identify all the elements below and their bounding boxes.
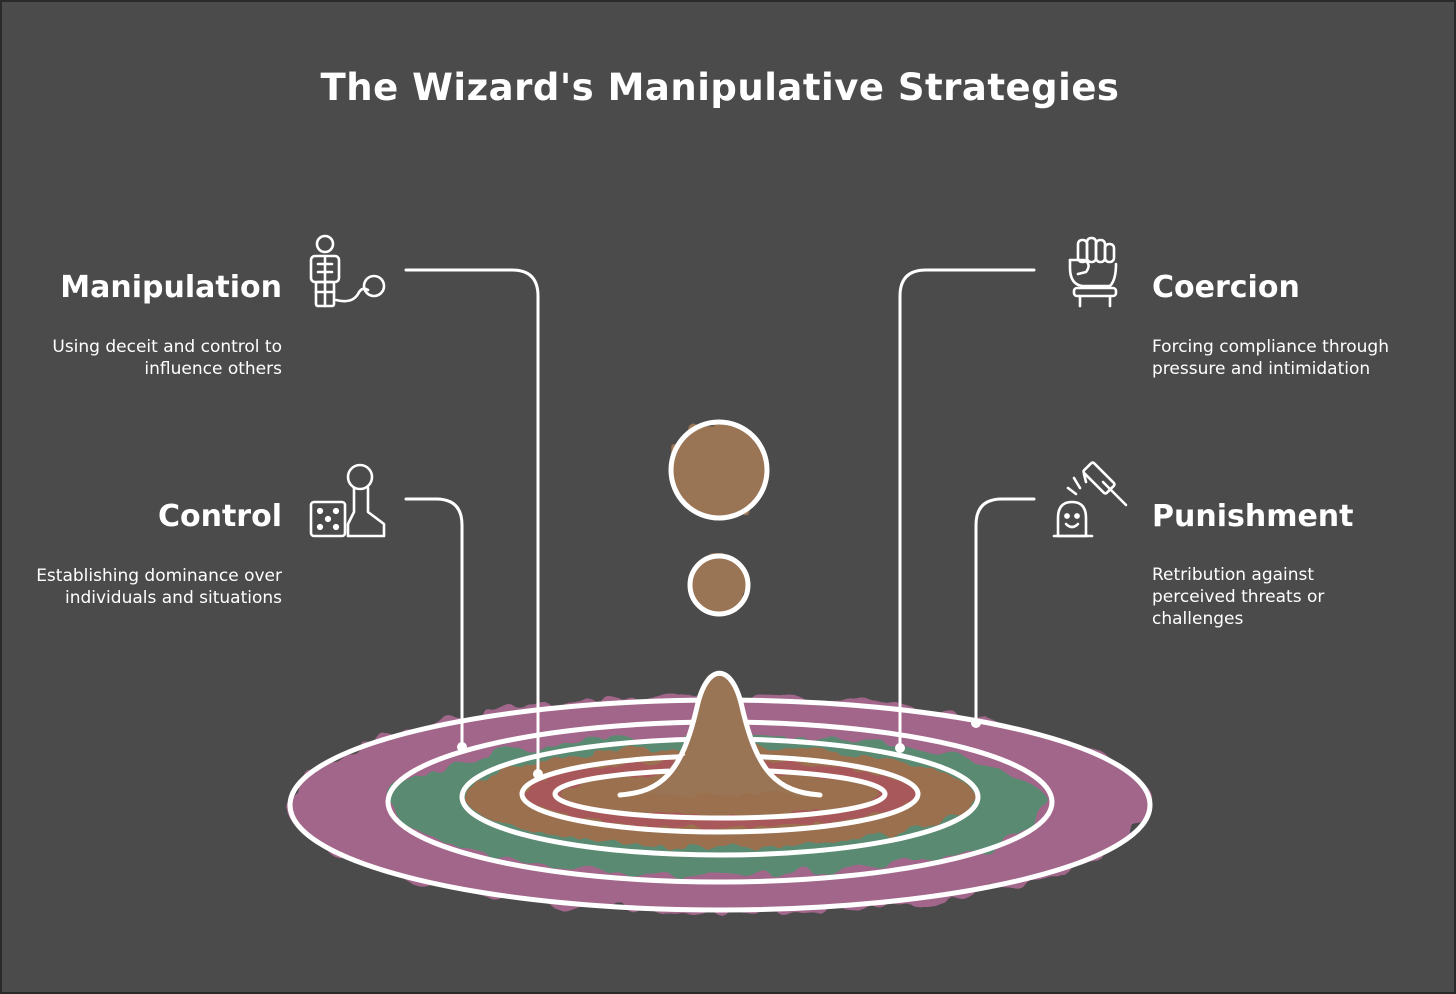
- coercion-heading: Coercion: [1152, 270, 1300, 305]
- manipulation-connector: [404, 268, 540, 776]
- manipulation-description: Using deceit and control to influence ot…: [52, 337, 282, 379]
- control-connector: [404, 497, 464, 749]
- manipulation-heading: Manipulation: [60, 270, 282, 305]
- punishment-heading: Punishment: [1152, 499, 1354, 534]
- droplets: [668, 419, 770, 617]
- control-heading: Control: [157, 499, 282, 534]
- splash-peak: [617, 671, 823, 798]
- punishment-description: Retribution against perceived threats or…: [1152, 565, 1325, 629]
- diagram-title: The Wizard's Manipulative Strategies: [320, 66, 1120, 109]
- ripple-outlines: [287, 697, 1153, 913]
- dice-and-pawn-icon: [309, 463, 386, 538]
- puppet-on-string-icon: [309, 234, 386, 308]
- control-description: Establishing dominance over individuals …: [36, 566, 282, 608]
- gavel-icon: [1052, 461, 1128, 538]
- coercion-connector: [898, 268, 1036, 750]
- small-droplet: [690, 556, 748, 614]
- coercion-description: Forcing compliance through pressure and …: [1152, 337, 1389, 379]
- connectors: [404, 268, 1036, 779]
- raised-fist-icon: [1068, 236, 1118, 308]
- large-droplet: [671, 422, 767, 518]
- punishment-connector: [974, 497, 1036, 725]
